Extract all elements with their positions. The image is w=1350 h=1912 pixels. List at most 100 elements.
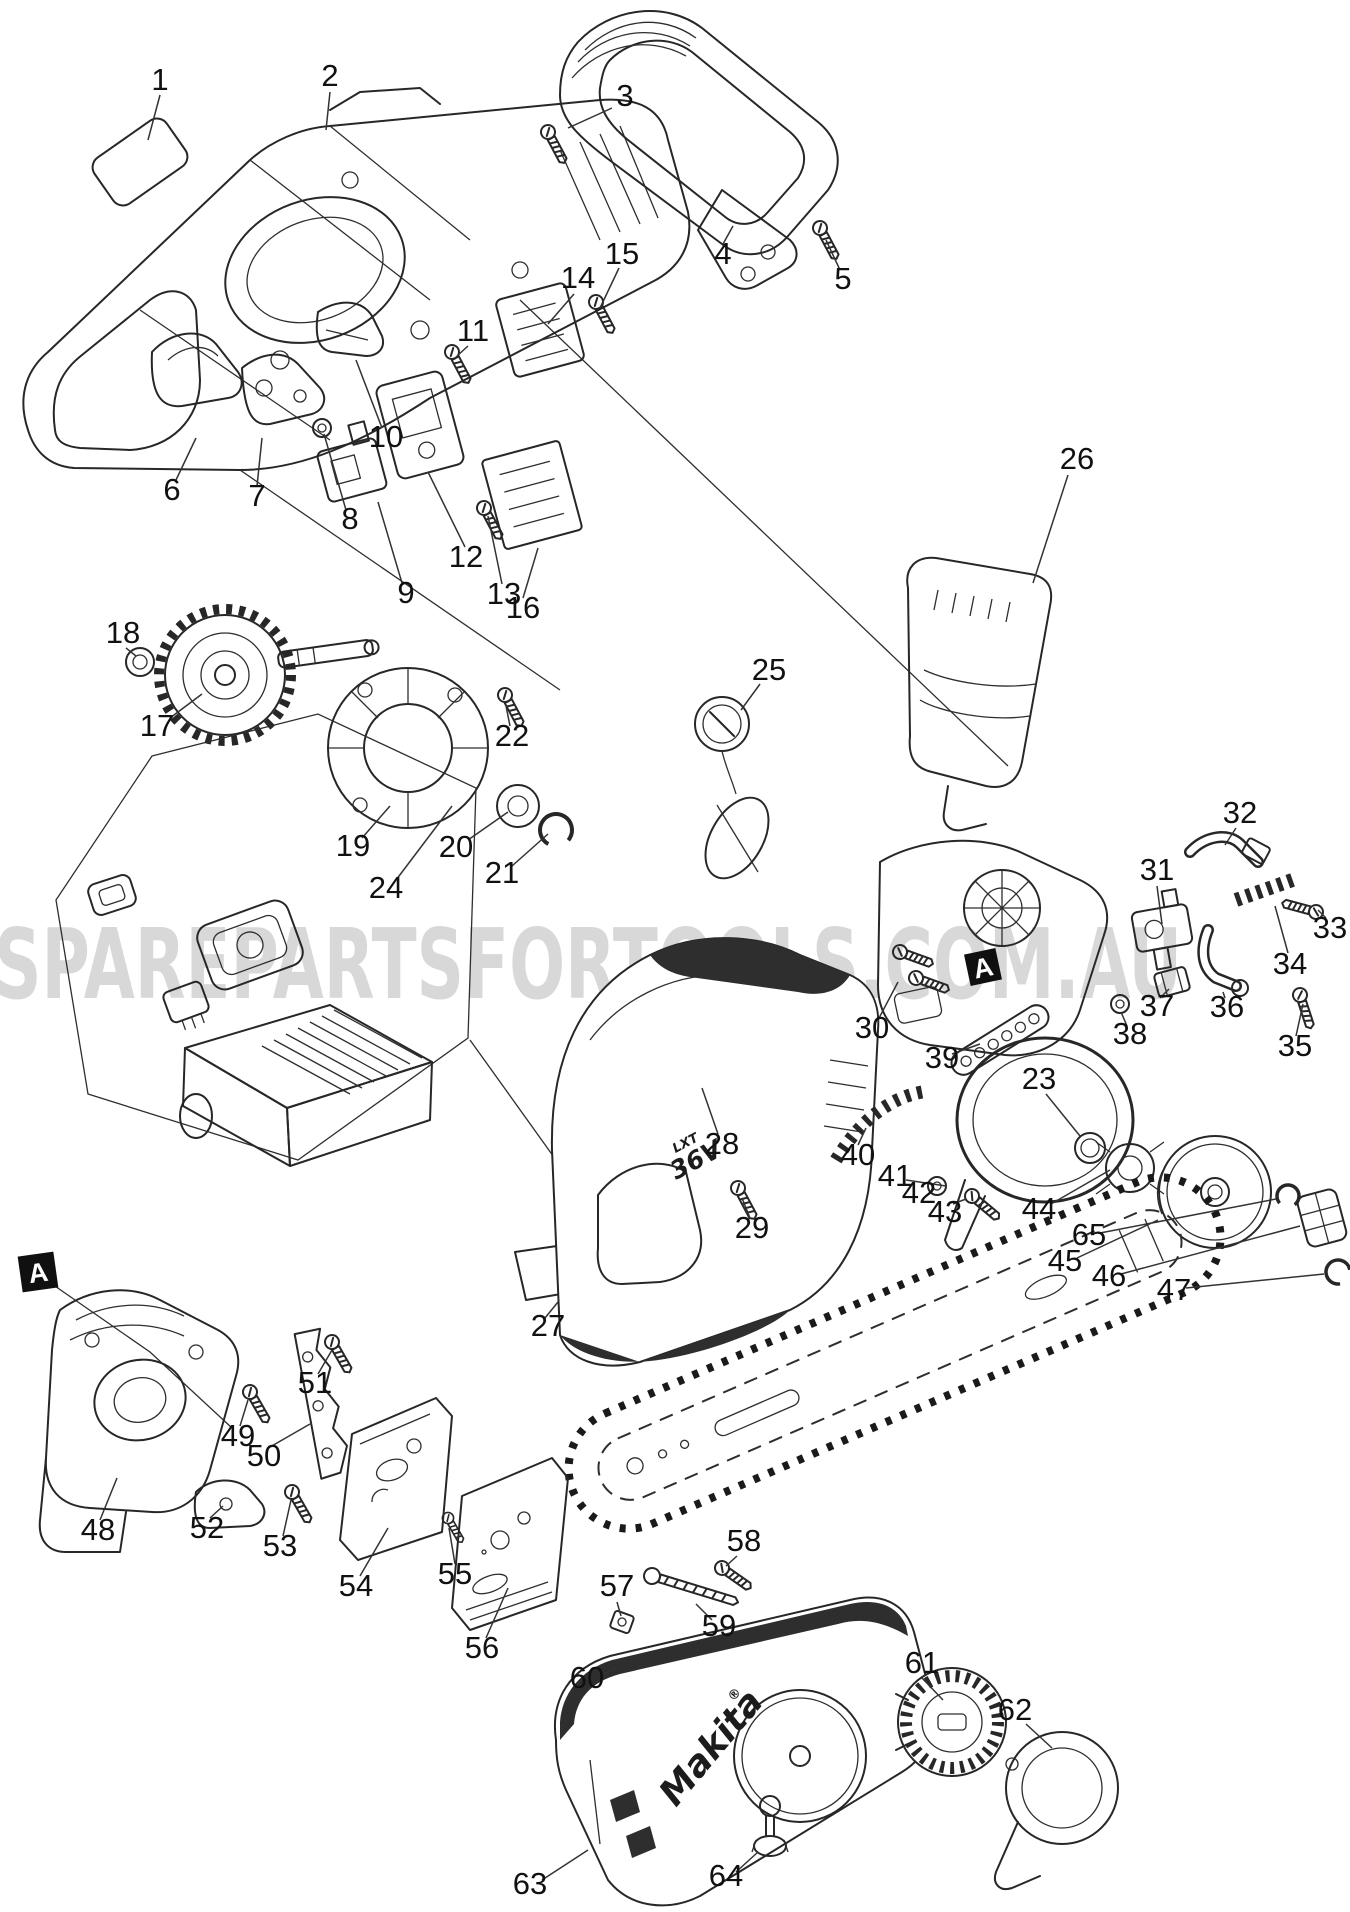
sketch-bearing-20 <box>496 784 540 828</box>
part-label-22: 22 <box>495 718 529 753</box>
part-label-18: 18 <box>106 615 140 650</box>
part-label-1: 1 <box>151 62 168 97</box>
part-label-61: 61 <box>905 1645 939 1680</box>
sketch-bearing-18 <box>125 647 155 677</box>
part-label-16: 16 <box>506 590 540 625</box>
sketch-guide-bar-and-chain <box>564 1173 1225 1533</box>
sketch-e-ring-65 <box>1275 1183 1301 1209</box>
part-label-58: 58 <box>727 1523 761 1558</box>
part-label-60: 60 <box>570 1660 604 1695</box>
part-label-43: 43 <box>928 1194 962 1229</box>
part-label-39: 39 <box>925 1040 959 1075</box>
sketch-oil-cap-25 <box>694 696 770 880</box>
part-label-64: 64 <box>709 1858 743 1893</box>
sketch-motor-housing-28: LXT 36V <box>550 937 880 1367</box>
part-label-21: 21 <box>485 855 519 890</box>
sketch-gear-housing-19 <box>327 667 489 829</box>
part-label-44: 44 <box>1022 1191 1056 1226</box>
sketch-nut-57 <box>609 1609 635 1635</box>
part-label-11: 11 <box>457 313 489 348</box>
part-label-29: 29 <box>735 1210 769 1245</box>
part-label-10: 10 <box>369 419 403 454</box>
part-label-36: 36 <box>1210 989 1244 1024</box>
part-label-40: 40 <box>841 1137 875 1172</box>
sketch-bracket-10 <box>315 301 384 357</box>
part-label-12: 12 <box>449 539 483 574</box>
part-label-25: 25 <box>752 652 786 687</box>
part-label-59: 59 <box>702 1608 736 1643</box>
part-label-24: 24 <box>369 870 403 905</box>
sketch-clutch-drum-45 <box>1156 1135 1272 1249</box>
sketch-crankcase-assembly <box>877 839 1109 1057</box>
sketch-brake-cover-48 <box>38 1289 240 1553</box>
part-label-3: 3 <box>616 78 633 113</box>
sketch-housing-12 <box>375 370 465 480</box>
part-labels: 1 2 3 4 5 6 7 8 9 10 11 12 13 14 15 16 1… <box>81 58 1347 1901</box>
part-label-37: 37 <box>1140 988 1174 1023</box>
part-label-23: 23 <box>1022 1061 1056 1096</box>
sketch-snap-ring-21 <box>538 812 574 848</box>
part-label-4: 4 <box>714 236 731 271</box>
sketch-switch-14 <box>495 282 585 378</box>
screw-11 <box>441 341 476 388</box>
part-label-9: 9 <box>397 575 414 610</box>
sketch-bushing-23 <box>1074 1132 1106 1164</box>
part-label-54: 54 <box>339 1568 373 1603</box>
sketch-adjuster-64 <box>751 1795 789 1857</box>
part-label-34: 34 <box>1273 946 1307 981</box>
sketch-terminal-16 <box>481 440 583 550</box>
part-label-46: 46 <box>1092 1258 1126 1293</box>
sketch-adjuster-39 <box>950 1004 1050 1076</box>
sketch-lever-6 <box>150 332 243 408</box>
part-label-55: 55 <box>438 1556 472 1591</box>
ref-marker-a1: A <box>17 1251 59 1293</box>
screw-43 <box>961 1185 1005 1225</box>
part-label-30: 30 <box>855 1010 889 1045</box>
part-label-57: 57 <box>600 1568 634 1603</box>
sketch-clip-47 <box>1324 1258 1350 1286</box>
part-label-48: 48 <box>81 1512 115 1547</box>
part-label-65: 65 <box>1072 1217 1106 1252</box>
part-label-52: 52 <box>190 1510 224 1545</box>
ref-marker-a2: A <box>964 948 1002 986</box>
part-label-47: 47 <box>1157 1272 1191 1307</box>
sketch-front-handle-4 <box>559 10 839 290</box>
part-label-20: 20 <box>439 829 473 864</box>
part-label-38: 38 <box>1113 1016 1147 1051</box>
sketch-bolt-59 <box>643 1567 740 1606</box>
bolt-58 <box>711 1557 756 1595</box>
part-label-63: 63 <box>513 1866 547 1901</box>
part-label-31: 31 <box>1140 852 1174 887</box>
part-label-15: 15 <box>605 236 639 271</box>
part-label-33: 33 <box>1313 910 1347 945</box>
sketch-adjust-dial-61 <box>895 1667 1007 1777</box>
sketch-grommet-8 <box>312 418 332 438</box>
screw-35 <box>1290 985 1319 1032</box>
sketch-sprocket-cover-63: Makita ® <box>554 1596 935 1907</box>
part-label-8: 8 <box>341 501 358 536</box>
part-label-5: 5 <box>834 261 851 296</box>
part-label-7: 7 <box>248 478 265 513</box>
sketch-tensioner-46 <box>1296 1188 1348 1248</box>
sketch-rotor-17 <box>154 604 380 746</box>
sketch-pump-9 <box>316 420 388 503</box>
sketch-guide-52 <box>193 1479 266 1529</box>
part-label-14: 14 <box>561 260 595 295</box>
sketch-link-7 <box>241 353 326 426</box>
part-label-26: 26 <box>1060 441 1094 476</box>
sketch-plate-56 <box>451 1457 569 1631</box>
part-label-6: 6 <box>163 472 180 507</box>
sketch-label-sticker-1 <box>91 117 189 207</box>
sketch-controller-group-24 <box>55 713 477 1167</box>
part-label-28: 28 <box>705 1126 739 1161</box>
part-label-49: 49 <box>221 1418 255 1453</box>
part-label-56: 56 <box>465 1630 499 1665</box>
part-label-35: 35 <box>1278 1028 1312 1063</box>
part-label-62: 62 <box>998 1692 1032 1727</box>
sketch-spring-40 <box>830 1085 924 1164</box>
part-label-19: 19 <box>336 828 370 863</box>
construction-lines <box>51 299 1009 1429</box>
part-label-53: 53 <box>263 1528 297 1563</box>
sketch-worm-44 <box>1095 1141 1165 1195</box>
